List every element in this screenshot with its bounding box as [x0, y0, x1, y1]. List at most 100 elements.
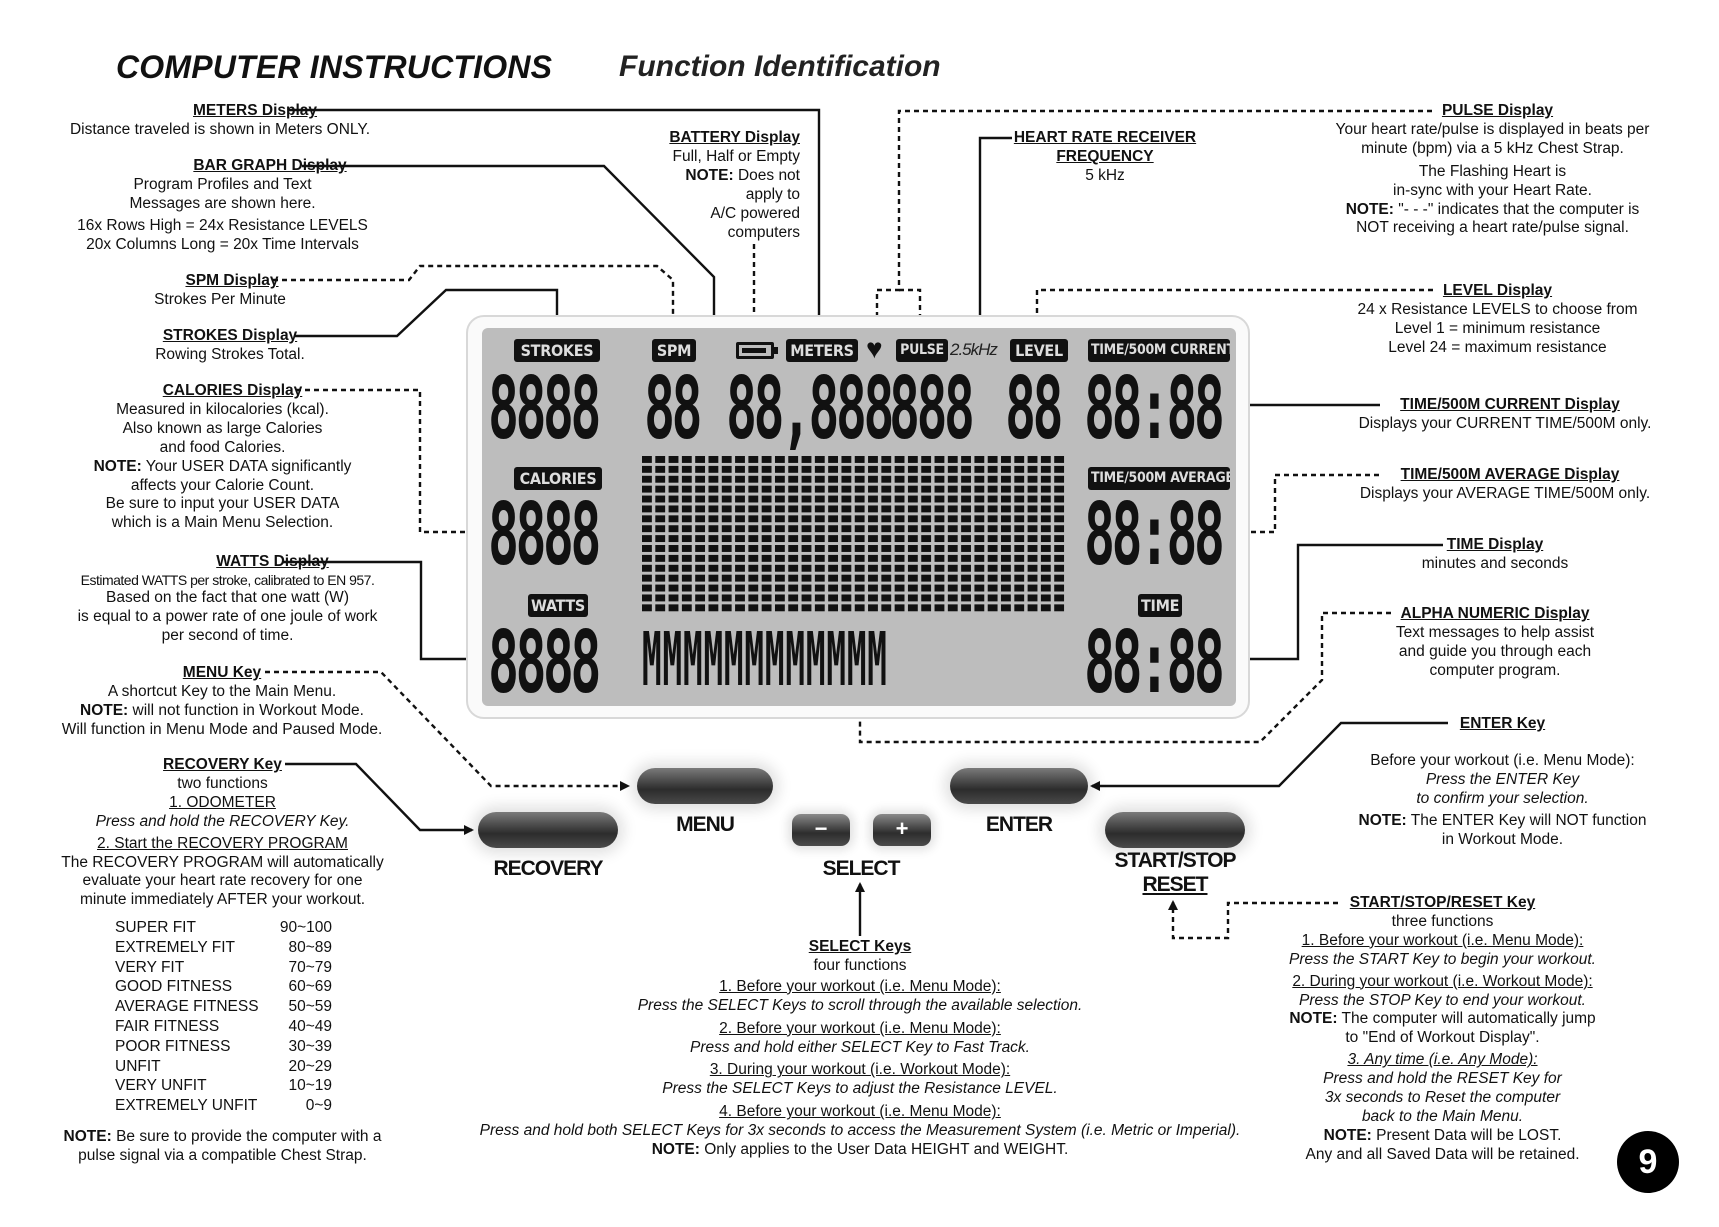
recovery-callout: RECOVERY Key two functions 1. ODOMETER P… [50, 756, 395, 910]
bargraph-callout: BAR GRAPH Display Program Profiles and T… [55, 157, 390, 255]
note-label: NOTE: [1358, 811, 1407, 829]
fitness-label: UNFIT [115, 1057, 161, 1075]
level-line: 24 x Resistance LEVELS to choose from [1357, 300, 1638, 318]
fitness-label: VERY UNFIT [115, 1077, 207, 1095]
note-label: NOTE: [1345, 200, 1394, 218]
select-line: Press and hold both SELECT Keys for 3x s… [479, 1122, 1241, 1140]
watts-line: is equal to a power rate of one joule of… [77, 607, 378, 625]
level-line: Level 24 = maximum resistance [1388, 338, 1607, 356]
strokes-digits: 8888 [488, 359, 601, 459]
calories-heading: CALORIES Display [162, 382, 303, 399]
lcd-tag-spm: SPM [652, 339, 696, 362]
spm-digits: 88 [644, 359, 703, 459]
page-number: 9 [1617, 1131, 1679, 1193]
time-callout: TIME Display minutes and seconds [1400, 536, 1590, 574]
page-title: COMPUTER INSTRUCTIONS [116, 49, 553, 85]
start-stop-reset-button[interactable] [1105, 812, 1245, 848]
enter-line: to confirm your selection. [1416, 789, 1589, 807]
recovery-option: 2. Start the RECOVERY PROGRAM [97, 834, 348, 852]
hrr-heading: HEART RATE RECEIVER [1013, 129, 1197, 146]
battery-line: apply to [745, 185, 800, 203]
note-text: "- - -" indicates that the computer is [1393, 200, 1640, 218]
note-label: NOTE: [93, 457, 142, 475]
t500c-callout: TIME/500M CURRENT Display Displays your … [1330, 396, 1680, 434]
select-plus-button[interactable]: + [873, 814, 931, 846]
level-digits: 88 [1005, 359, 1064, 459]
note-line: pulse signal via a compatible Chest Stra… [78, 1146, 367, 1164]
note-label: NOTE: [1323, 1126, 1372, 1144]
calories-line: Measured in kilocalories (kcal). [116, 400, 329, 418]
fitness-label: SUPER FIT [115, 919, 196, 936]
hrr-callout: HEART RATE RECEIVER FREQUENCY 5 kHz [1005, 129, 1205, 186]
alpha-line: computer program. [1429, 661, 1561, 679]
startstop-line: Any and all Saved Data will be retained. [1305, 1145, 1580, 1163]
note-text: Present Data will be LOST. [1371, 1126, 1562, 1144]
spm-line: Strokes Per Minute [154, 290, 286, 308]
startstop-line: 3x seconds to Reset the computer [1324, 1089, 1561, 1107]
t500c-heading: TIME/500M CURRENT Display [1400, 396, 1620, 413]
alpha-line: Text messages to help assist [1395, 623, 1595, 641]
recovery-line: Press and hold the RECOVERY Key. [95, 812, 350, 830]
menu-button[interactable] [637, 768, 773, 804]
fitness-range: 0~9 [305, 1097, 332, 1115]
page-subtitle: Function Identification [619, 50, 941, 83]
select-option: 1. Before your workout (i.e. Menu Mode): [719, 977, 1001, 995]
startstop-option: 1. Before your workout (i.e. Menu Mode): [1301, 931, 1584, 949]
fitness-label: VERY FIT [115, 958, 185, 976]
pulse-callout: PULSE Display Your heart rate/pulse is d… [1320, 102, 1665, 238]
recovery-line: two functions [177, 774, 268, 792]
bargraph-heading: BAR GRAPH Display [193, 157, 347, 174]
note-label: NOTE: [80, 701, 129, 719]
watts-heading: WATTS Display [216, 553, 329, 570]
calories-digits: 8888 [488, 485, 601, 585]
pulse-digits: 888 [889, 359, 975, 459]
start-stop-key-label: START/STOP [1114, 849, 1236, 872]
startstop-line: Press and hold the RESET Key for [1323, 1070, 1562, 1088]
strokes-line: Rowing Strokes Total. [155, 345, 305, 363]
enter-line: in Workout Mode. [1441, 830, 1564, 848]
enter-button[interactable] [950, 768, 1088, 804]
select-minus-button[interactable]: − [792, 814, 850, 846]
strokes-heading: STROKES Display [162, 327, 298, 344]
select-line: Press and hold either SELECT Key to Fast… [690, 1038, 1030, 1056]
menu-heading: MENU Key [182, 664, 262, 681]
select-heading: SELECT Keys [808, 938, 912, 955]
recovery-line: The RECOVERY PROGRAM will automatically [61, 853, 384, 871]
startstop-option: 2. During your workout (i.e. Workout Mod… [1292, 972, 1593, 990]
select-callout: SELECT Keys four functions 1. Before you… [460, 938, 1260, 1160]
table-row: VERY FIT 70~79 [115, 958, 332, 978]
alpha-heading: ALPHA NUMERIC Display [1400, 605, 1590, 622]
startstop-option: 3. Any time (i.e. Any Mode): [1347, 1051, 1538, 1069]
level-callout: LEVEL Display 24 x Resistance LEVELS to … [1330, 282, 1665, 358]
lcd-tag-level: LEVEL [1010, 339, 1068, 362]
select-line: Press the SELECT Keys to adjust the Resi… [662, 1080, 1058, 1098]
calories-line: Be sure to input your USER DATA [105, 495, 340, 513]
fitness-label: GOOD FITNESS [115, 978, 233, 996]
bar-graph-matrix [642, 456, 1066, 614]
pulse-line: minute (bpm) via a 5 kHz Chest Strap. [1361, 139, 1624, 157]
bargraph-line: 20x Columns Long = 20x Time Intervals [86, 235, 359, 253]
lcd-tag-khz: 2.5kHz [950, 340, 998, 359]
recovery-line: minute immediately AFTER your workout. [79, 891, 366, 909]
startstop-line: Press the START Key to begin your workou… [1289, 950, 1596, 968]
fitness-range: 70~79 [288, 958, 332, 976]
battery-line: A/C powered [710, 204, 800, 222]
startstop-line: back to the Main Menu. [1361, 1107, 1524, 1125]
note-text: Only applies to the User Data HEIGHT and… [699, 1141, 1069, 1159]
startstop-line: three functions [1391, 912, 1494, 930]
note-text: Be sure to provide the computer with a [111, 1128, 382, 1145]
watts-digits: 8888 [488, 613, 601, 713]
level-heading: LEVEL Display [1442, 282, 1553, 299]
note-text: The ENTER Key will NOT function [1406, 811, 1647, 829]
pulse-line: NOT receiving a heart rate/pulse signal. [1356, 219, 1629, 237]
meters-callout: METERS Display Distance traveled is show… [50, 102, 390, 140]
fitness-range: 90~100 [279, 919, 332, 936]
recovery-button[interactable] [478, 812, 618, 848]
lcd-tag-t500-current: TIME/500M CURRENT [1088, 339, 1230, 362]
meters-line: Distance traveled is shown in Meters ONL… [69, 120, 371, 138]
meters-heading: METERS Display [192, 102, 318, 119]
